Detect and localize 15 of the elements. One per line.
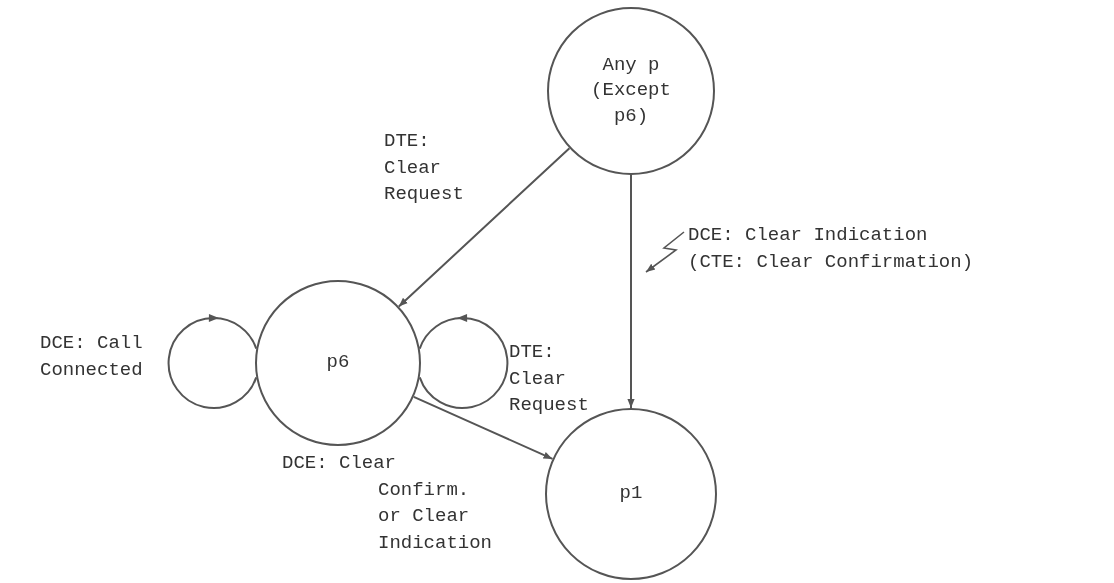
state-name: Any p (Except p6) [590,52,672,129]
edge-label: DCE: Clear Confirm. or Clear Indication [282,451,493,556]
edge-label: DTE: Clear Request [509,340,590,419]
edge-label: DCE: Call Connected [40,331,144,383]
arrow [627,174,635,409]
self-loop-arrow [167,313,258,409]
edge-label: DCE: Clear Indication (CTE: Clear Confirmation) [688,223,975,275]
edge-label: DTE: Clear Request [384,129,465,208]
state-name: p1 [618,481,644,507]
state-name: p6 [325,350,351,376]
state-circle [255,280,421,446]
arrow [412,395,554,460]
self-loop-arrow [418,313,509,409]
state-circle [547,7,715,175]
arrow [397,147,571,308]
